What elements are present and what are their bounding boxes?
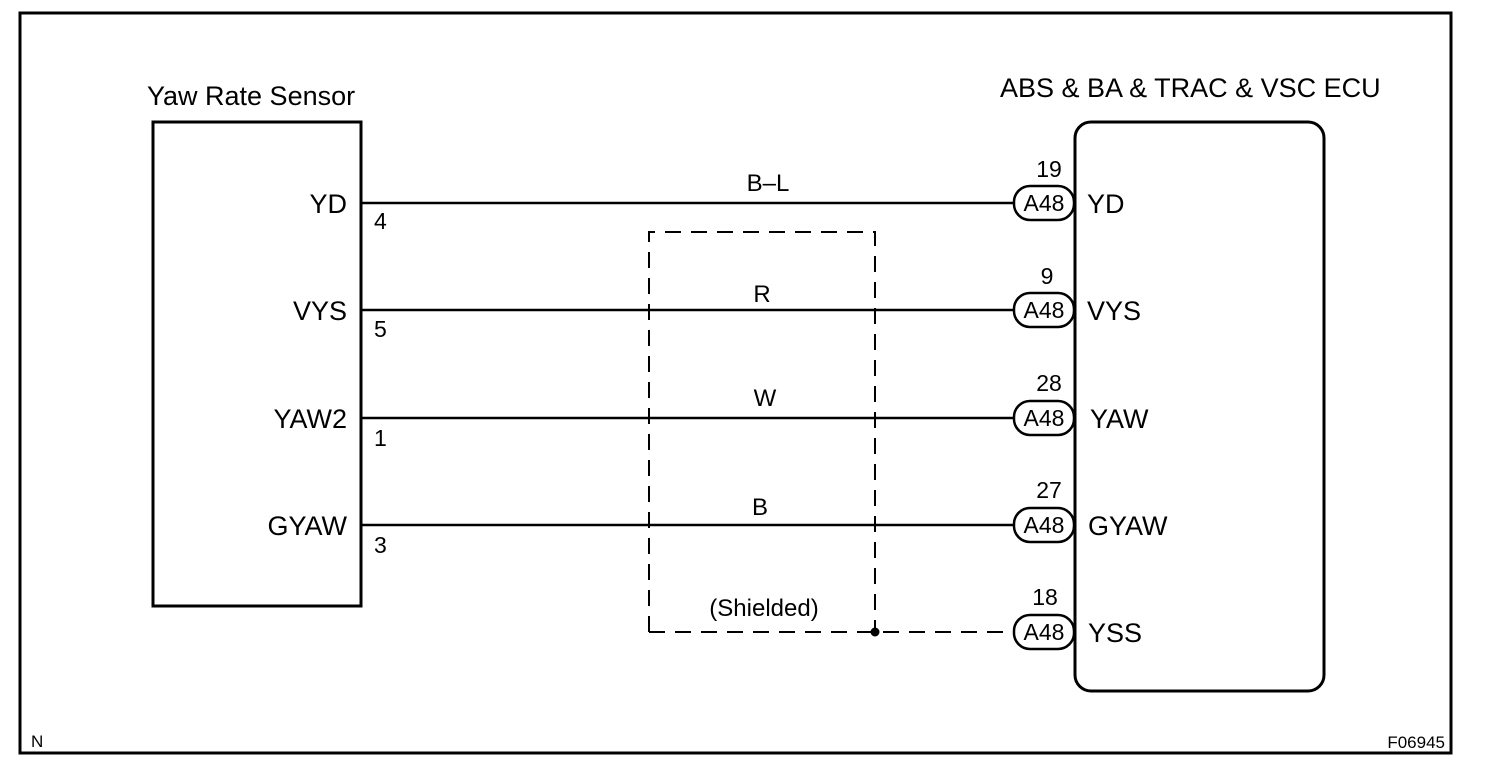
connector-badge	[1012, 184, 1076, 222]
sensor-pin-number: 3	[374, 532, 387, 558]
ecu-terminal-label: GYAW	[1088, 511, 1168, 541]
connector-badge	[1012, 291, 1076, 329]
diagram-frame	[18, 11, 1453, 755]
connector-label: A48	[1024, 297, 1065, 323]
wire-rows: YD 4 B–L 19 A48 YD VYS 5 R 9 A48 VYS YAW…	[268, 156, 1169, 651]
wire-color-label: R	[753, 281, 770, 308]
wire-color-label: B–L	[747, 170, 790, 197]
sensor-terminal-label: YAW2	[273, 404, 347, 434]
sensor-title: Yaw Rate Sensor	[147, 81, 355, 111]
connector-label: A48	[1024, 512, 1065, 538]
shield-label: (Shielded)	[709, 595, 818, 622]
wire-color-label: B	[752, 494, 768, 521]
ecu-box	[1073, 120, 1326, 693]
yaw-rate-sensor-box	[151, 120, 363, 608]
figure-code: F06945	[1387, 733, 1445, 752]
sensor-terminal-label: GYAW	[268, 511, 348, 541]
ecu-pin-number: 28	[1036, 370, 1062, 396]
connector-label: A48	[1024, 619, 1065, 645]
sensor-terminal-label: VYS	[293, 296, 347, 326]
ecu-terminal-label: YD	[1087, 189, 1125, 219]
wire-color-label: W	[754, 385, 777, 412]
wire-row: YAW2 1 W 28 A48 YAW	[273, 370, 1149, 451]
ecu-terminal-label: YAW	[1090, 404, 1149, 434]
shield-junction-dot	[870, 627, 880, 637]
shield-row: 18 A48 YSS	[1012, 584, 1142, 651]
ecu-terminal-label: YSS	[1088, 618, 1142, 648]
wire-row: GYAW 3 B 27 A48 GYAW	[268, 477, 1169, 558]
ecu-title: ABS & BA & TRAC & VSC ECU	[1000, 73, 1381, 103]
footer-left-code: N	[31, 732, 43, 751]
sensor-terminal-label: YD	[309, 189, 347, 219]
connector-label: A48	[1024, 190, 1065, 216]
ecu-terminal-label: VYS	[1087, 296, 1141, 326]
wire-row: VYS 5 R 9 A48 VYS	[293, 263, 1141, 342]
connector-badge	[1012, 613, 1076, 651]
connector-badge	[1012, 399, 1076, 437]
sensor-pin-number: 5	[374, 316, 387, 342]
wire-row: YD 4 B–L 19 A48 YD	[309, 156, 1124, 234]
ecu-pin-number: 27	[1036, 477, 1062, 503]
connector-badge	[1012, 506, 1076, 544]
ecu-pin-number: 18	[1032, 584, 1058, 610]
ecu-pin-number: 19	[1036, 156, 1062, 182]
ecu-pin-number: 9	[1041, 263, 1054, 289]
connector-label: A48	[1024, 405, 1065, 431]
sensor-pin-number: 1	[374, 425, 387, 451]
sensor-pin-number: 4	[374, 208, 387, 234]
